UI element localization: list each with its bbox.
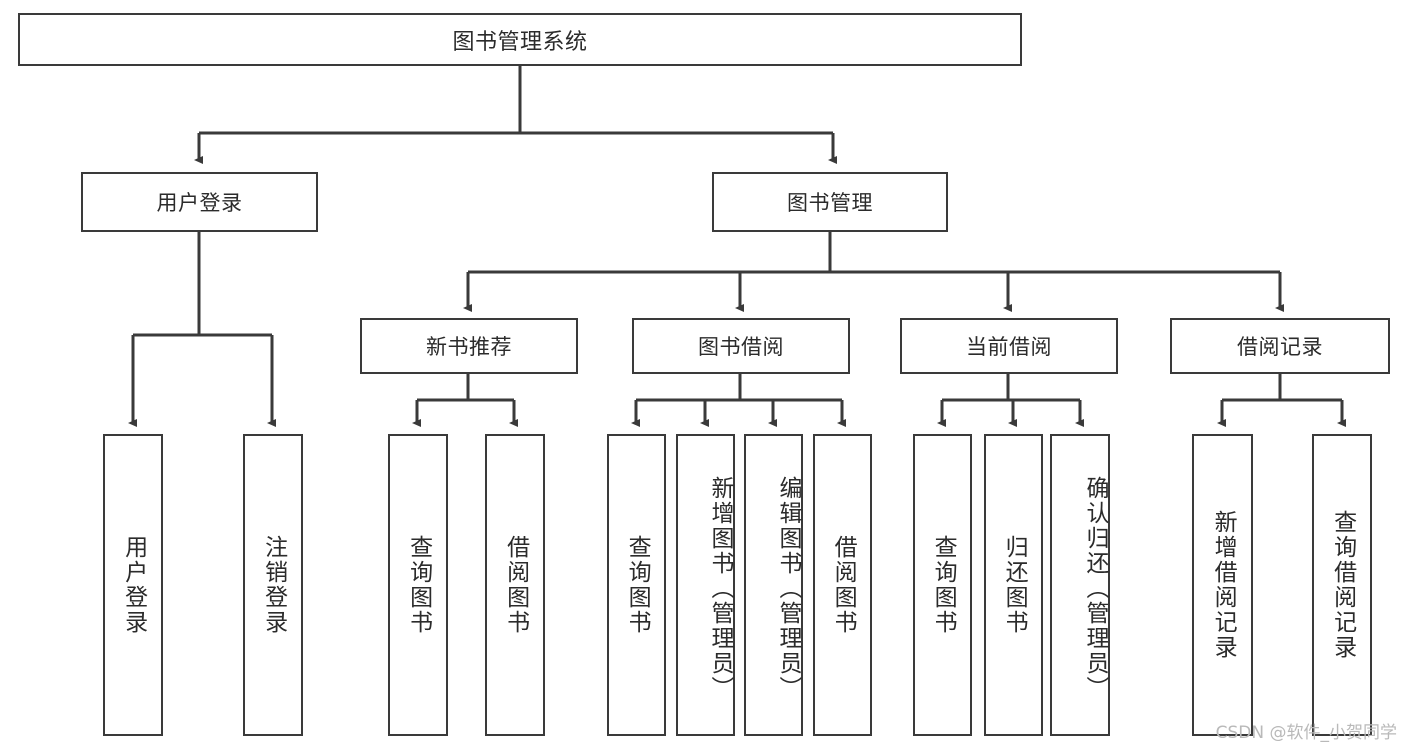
leaf-record-query[interactable]: 查询借阅记录 <box>1312 434 1372 736</box>
leaf-new-book-borrow[interactable]: 借阅图书 <box>485 434 545 736</box>
leaf-current-confirm-return[interactable]: 确认归还（管理员） <box>1050 434 1110 736</box>
leaf-borrow-add-book[interactable]: 新增图书（管理员） <box>676 434 735 736</box>
node-borrow-record[interactable]: 借阅记录 <box>1170 318 1390 374</box>
leaf-borrow-borrow-book[interactable]: 借阅图书 <box>813 434 872 736</box>
node-current-borrow[interactable]: 当前借阅 <box>900 318 1118 374</box>
node-book-management[interactable]: 图书管理 <box>712 172 948 232</box>
node-new-book-recommend[interactable]: 新书推荐 <box>360 318 578 374</box>
node-book-borrow[interactable]: 图书借阅 <box>632 318 850 374</box>
csdn-watermark: CSDN @软件_小贺同学 <box>1215 723 1397 743</box>
leaf-user-login-signin[interactable]: 用户登录 <box>103 434 163 736</box>
node-user-login[interactable]: 用户登录 <box>81 172 318 232</box>
leaf-borrow-query-book[interactable]: 查询图书 <box>607 434 666 736</box>
leaf-current-return-book[interactable]: 归还图书 <box>984 434 1043 736</box>
leaf-current-query-book[interactable]: 查询图书 <box>913 434 972 736</box>
leaf-new-book-query[interactable]: 查询图书 <box>388 434 448 736</box>
leaf-user-login-signout[interactable]: 注销登录 <box>243 434 303 736</box>
node-root[interactable]: 图书管理系统 <box>18 13 1022 66</box>
leaf-borrow-edit-book[interactable]: 编辑图书（管理员） <box>744 434 803 736</box>
leaf-record-add[interactable]: 新增借阅记录 <box>1192 434 1253 736</box>
